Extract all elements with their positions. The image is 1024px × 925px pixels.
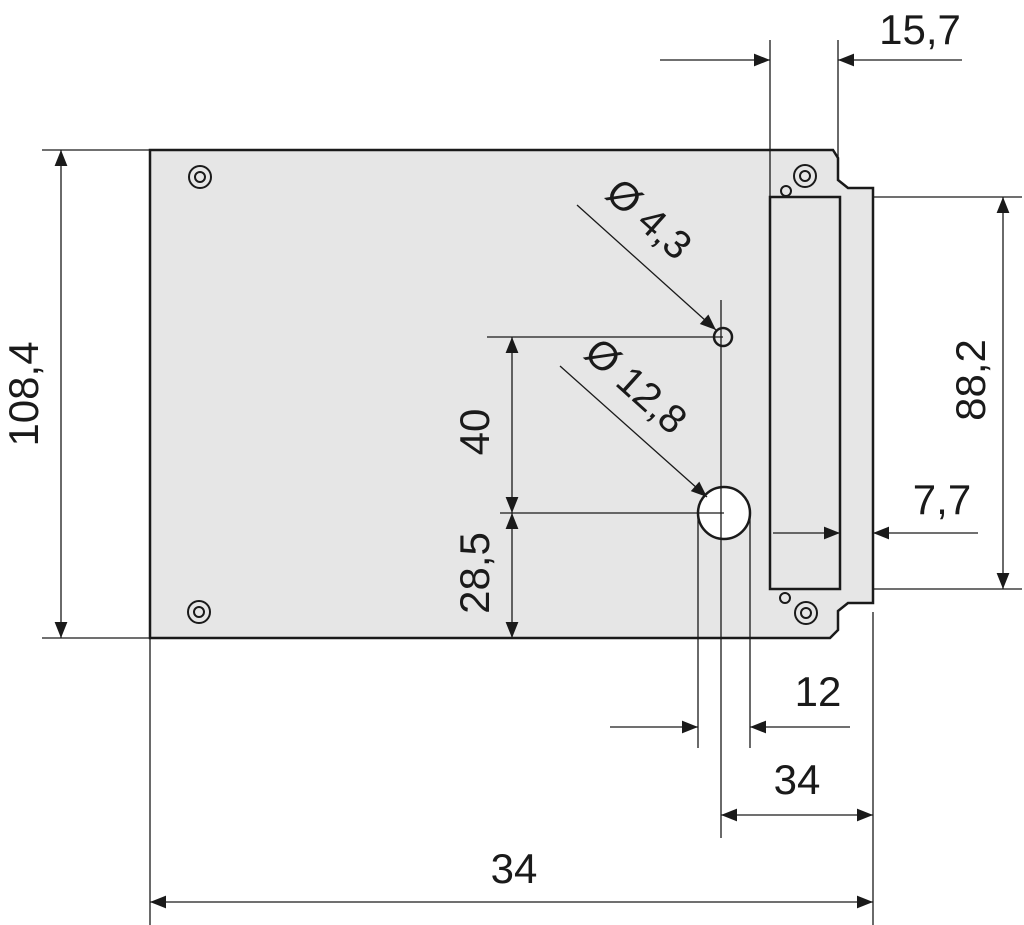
screw-bottom-left: [187, 600, 211, 624]
screw-bottom-right: [794, 601, 818, 625]
dim-bottom-total: 34: [491, 845, 538, 892]
dimension-lines: [54, 53, 1010, 909]
dim-bottom-right: 34: [774, 756, 821, 803]
pin-top: [780, 185, 792, 197]
dim-hole-width: 12: [795, 668, 842, 715]
dim-connector-height: 88,2: [947, 339, 994, 421]
dim-vertical-40: 40: [451, 409, 498, 456]
pin-bottom: [779, 592, 791, 604]
screw-top-right: [793, 164, 817, 188]
connector-strip: [768, 195, 842, 591]
dim-vertical-28-5: 28,5: [451, 532, 498, 614]
dim-connector-depth: 7,7: [913, 476, 971, 523]
dim-top-width: 15,7: [879, 6, 961, 53]
screw-top-left: [188, 165, 212, 189]
dim-total-height: 108,4: [0, 341, 47, 446]
extension-lines: [42, 40, 1022, 925]
